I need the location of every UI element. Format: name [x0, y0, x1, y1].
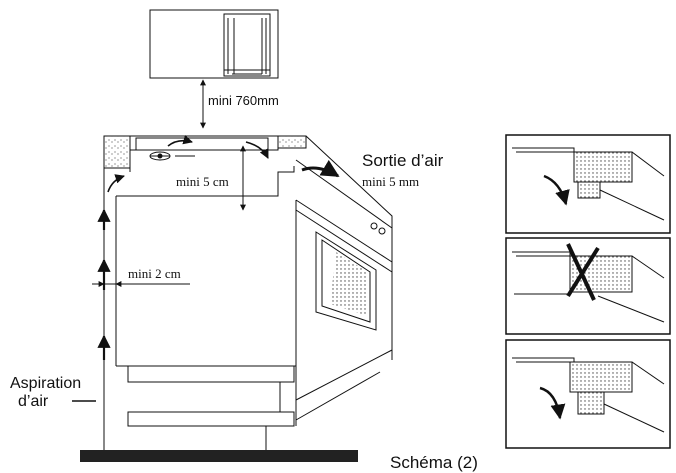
side-gap-label: mini 2 cm	[128, 266, 181, 281]
cabinet-body	[103, 166, 393, 452]
top-gap-label: mini 5 cm	[176, 174, 229, 189]
outlet-gap-label: mini 5 mm	[362, 174, 419, 189]
intake-label-line2: d’air	[18, 393, 49, 410]
detail-panel-1	[505, 134, 671, 234]
hob-fan	[149, 151, 195, 161]
floor-plinth	[80, 450, 358, 462]
height-clearance-label: mini 760mm	[208, 93, 279, 108]
wall-cabinet	[149, 9, 279, 79]
airflow-arrows	[97, 135, 340, 360]
diagram-caption: Schéma (2)	[390, 453, 478, 472]
detail-panel-3	[505, 339, 671, 449]
worktop	[103, 135, 393, 229]
outlet-title-label: Sortie d’air	[362, 151, 444, 170]
detail-panel-2	[505, 237, 671, 335]
intake-label-line1: Aspiration	[10, 375, 81, 392]
